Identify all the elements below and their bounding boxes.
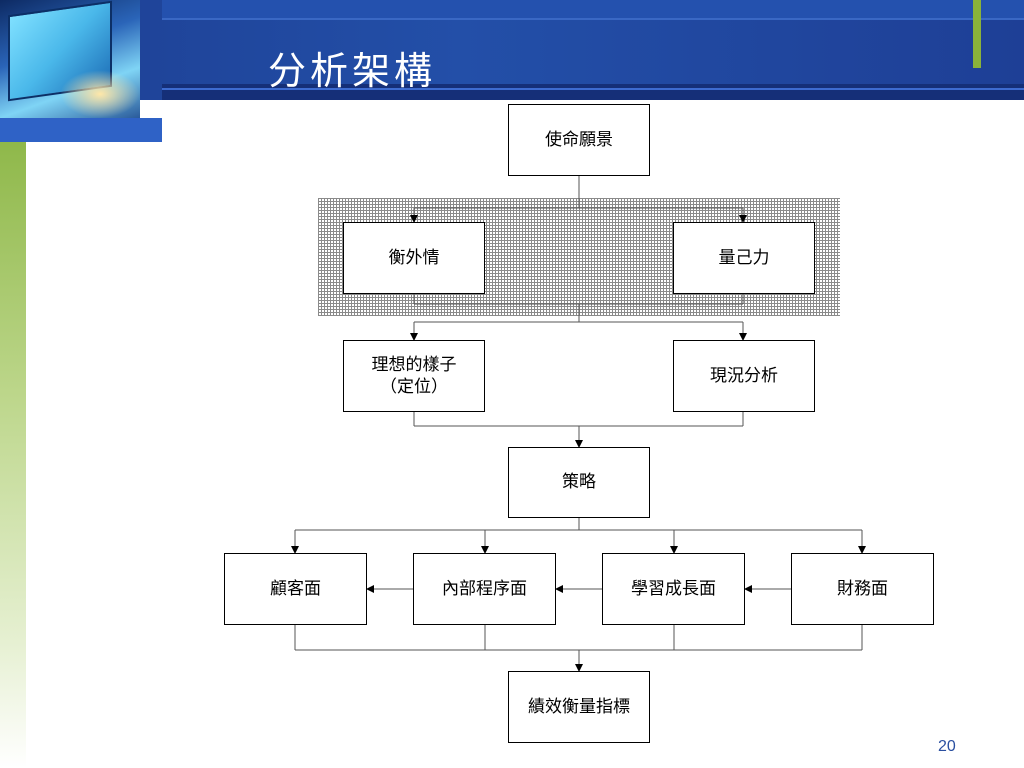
node-ideal: 理想的樣子 （定位） bbox=[343, 340, 485, 412]
node-learning: 學習成長面 bbox=[602, 553, 745, 625]
node-current: 現況分析 bbox=[673, 340, 815, 412]
monitor-icon bbox=[0, 0, 140, 118]
page-number: 20 bbox=[938, 738, 956, 755]
node-kpi: 績效衡量指標 bbox=[508, 671, 650, 743]
node-finance: 財務面 bbox=[791, 553, 934, 625]
left-gradient-strip bbox=[0, 142, 26, 768]
header-top-band bbox=[162, 0, 1024, 20]
page-title: 分析架構 bbox=[268, 49, 437, 93]
monitor-glow-graphic bbox=[60, 70, 140, 118]
node-mission: 使命願景 bbox=[508, 104, 650, 176]
node-process: 內部程序面 bbox=[413, 553, 556, 625]
node-customer: 顧客面 bbox=[224, 553, 367, 625]
slide-header bbox=[0, 0, 1024, 100]
node-external: 衡外情 bbox=[343, 222, 485, 294]
green-accent-bar bbox=[973, 0, 981, 68]
node-strategy: 策略 bbox=[508, 447, 650, 518]
header-corner-bar bbox=[0, 118, 162, 142]
node-internal: 量己力 bbox=[673, 222, 815, 294]
header-divider bbox=[162, 88, 1024, 90]
